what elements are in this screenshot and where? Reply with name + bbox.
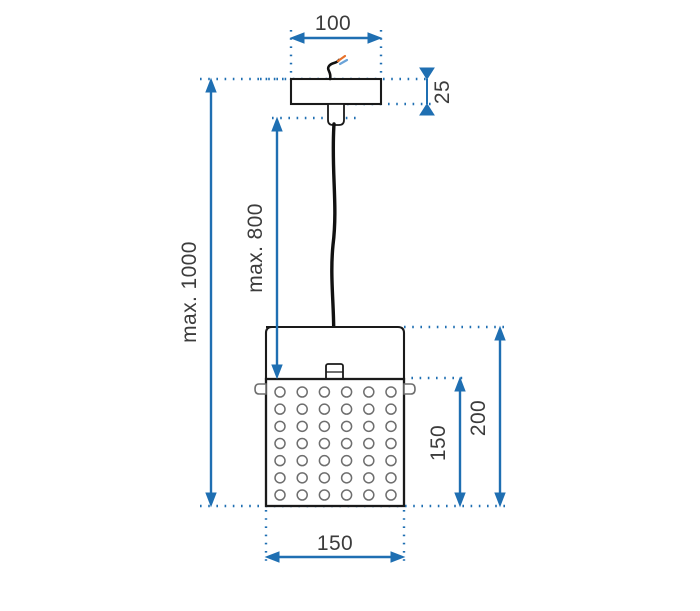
cable-strain-relief — [327, 103, 345, 126]
perforation-hole — [318, 489, 331, 501]
perforation-hole — [274, 437, 286, 450]
label-shade-width: 150 — [317, 532, 353, 555]
perforation-hole — [296, 403, 308, 415]
lamp-socket — [325, 363, 344, 381]
perforation-hole — [363, 489, 375, 501]
perforation-hole — [274, 420, 286, 433]
perforation-hole — [385, 489, 397, 501]
dimension-shade-height — [454, 376, 466, 508]
dimension-labels: 100 25 max. 1000 max. 800 150 200 150 — [178, 12, 490, 555]
perforation-hole — [340, 472, 353, 484]
perforated-shade — [264, 377, 406, 508]
perforation-hole — [274, 403, 286, 415]
perforation-hole — [318, 437, 331, 450]
perforation-hole — [296, 454, 308, 467]
label-fixture-height: 200 — [467, 400, 490, 436]
perforation-hole — [363, 437, 375, 450]
label-max-total-height: max. 1000 — [178, 241, 201, 343]
perforation-hole — [385, 454, 397, 467]
dimension-lines — [205, 32, 506, 563]
perforation-hole — [296, 437, 308, 450]
perforation-hole — [274, 386, 286, 398]
perforation-hole — [363, 454, 375, 467]
perforation-hole — [296, 386, 308, 398]
supply-wire-stub-icon — [326, 54, 349, 81]
label-max-cable-drop: max. 800 — [244, 203, 267, 293]
perforation-hole — [340, 420, 353, 433]
perforation-hole — [296, 420, 308, 433]
perforation-hole — [363, 420, 375, 433]
shade-tab-left — [254, 383, 267, 395]
perforation-hole — [340, 454, 353, 467]
perforation-hole — [340, 403, 353, 415]
shade-side-tabs — [254, 383, 416, 395]
perforation-hole — [363, 386, 375, 398]
perforation-hole — [274, 454, 286, 467]
label-canopy-height: 25 — [431, 80, 454, 104]
perforation-hole — [363, 472, 375, 484]
perforation-hole — [385, 437, 397, 450]
dimension-max-cable-drop — [271, 116, 283, 380]
perforation-hole — [296, 472, 308, 484]
perforation-hole — [274, 472, 286, 484]
perforation-hole — [340, 437, 353, 450]
shade-tab-right — [403, 383, 416, 395]
perforation-hole — [385, 420, 397, 433]
perforation-hole — [296, 489, 308, 501]
perforation-hole — [340, 386, 353, 398]
dimension-shade-width — [264, 551, 406, 563]
perforation-hole — [318, 386, 331, 398]
dimension-max-total-height — [205, 77, 217, 508]
perforation-hole — [318, 403, 331, 415]
dimension-canopy-height — [419, 67, 435, 116]
perforation-hole — [385, 386, 397, 398]
perforation-grid — [274, 386, 397, 501]
perforation-hole — [385, 472, 397, 484]
ceiling-canopy-plate — [289, 77, 383, 106]
perforation-hole — [340, 489, 353, 501]
label-canopy-width: 100 — [315, 12, 351, 35]
label-shade-height: 150 — [427, 425, 450, 461]
perforation-hole — [318, 454, 331, 467]
perforation-hole — [274, 489, 286, 501]
perforation-hole — [318, 472, 331, 484]
perforation-hole — [385, 403, 397, 415]
dimension-canopy-width — [289, 32, 383, 44]
perforation-hole — [363, 403, 375, 415]
perforation-hole — [318, 420, 331, 433]
dimension-fixture-height — [494, 325, 506, 508]
